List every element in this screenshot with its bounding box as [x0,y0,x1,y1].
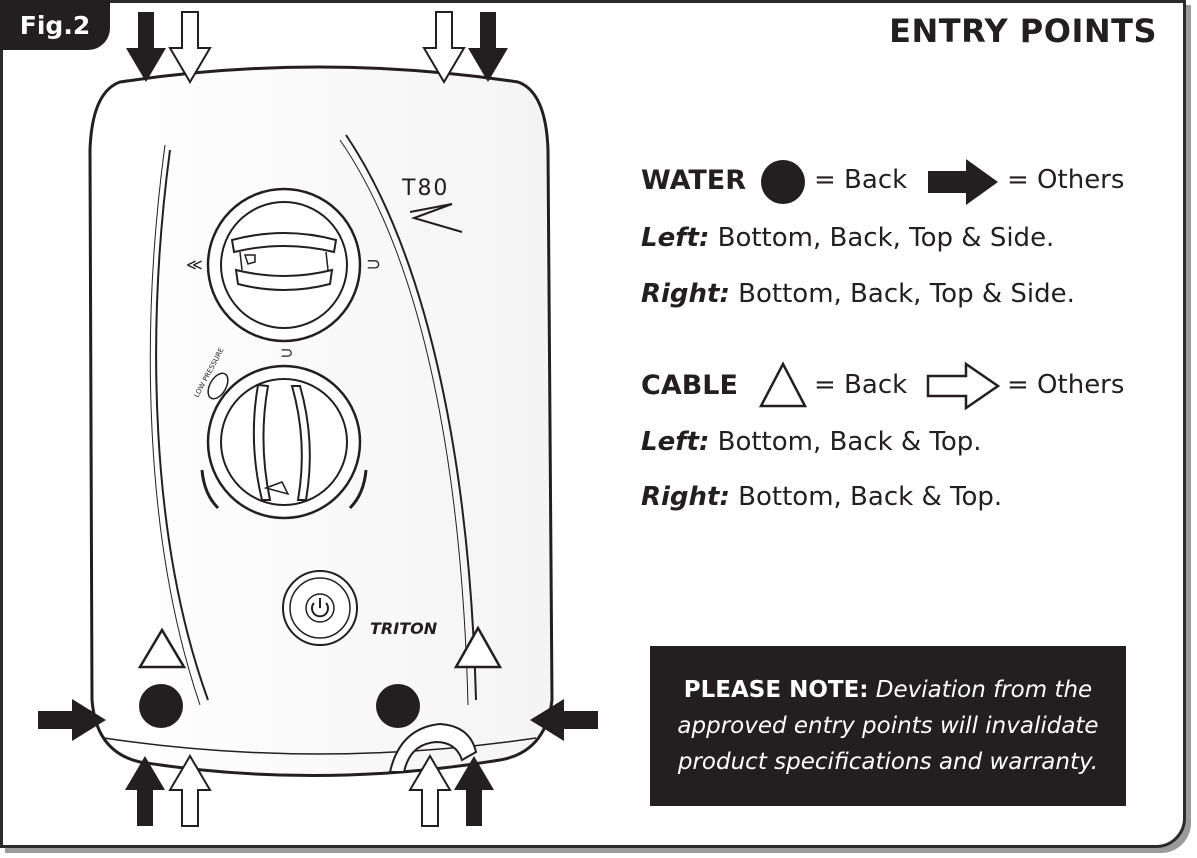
water-side-arrow-left [38,699,106,741]
cable-top-arrow-left [168,11,212,84]
figure-label: Fig.2 [0,0,110,50]
temperature-dial [206,187,362,343]
warning-note-line1-text: Deviation from the [875,677,1093,703]
power-dial-arc-right [348,469,368,510]
cable-bottom-arrow-left [168,754,212,827]
body-lower-edge [103,737,537,755]
cover-contour-left [155,149,209,701]
legend-cable-others-symbol [926,361,1001,411]
legend-water-others-symbol [928,159,998,205]
legend-water-title: WATER [641,165,747,196]
legend-water-back-symbol [761,160,805,204]
water-top-arrow-right [468,12,508,82]
warning-note-line3: product specifications and warranty. [677,749,1099,775]
warning-note-heading: PLEASE NOTE: [683,677,869,703]
power-dial [206,364,362,520]
dial-bottom-mark: ⊃ [280,343,293,362]
legend-water-left-text: Bottom, Back, Top & Side. [709,223,1055,253]
dial-cold-mark: ≪ [186,255,203,274]
warning-note-box: PLEASE NOTE: Deviation from the approved… [650,646,1126,806]
brand-label: TRITON [370,619,438,638]
water-back-entry-right [376,684,420,728]
legend-cable-right-text: Bottom, Back & Top. [729,482,1003,512]
legend-water-left-line: Left: Bottom, Back, Top & Side. [641,223,1054,253]
cable-top-arrow-right [422,11,466,84]
legend-water-right-text: Bottom, Back, Top & Side. [729,279,1075,309]
page-title: ENTRY POINTS [889,12,1157,50]
cable-back-entry-right [453,625,503,669]
warning-note-line1: PLEASE NOTE: Deviation from the [684,672,1092,708]
legend-cable-right-line: Right: Bottom, Back & Top. [641,482,1002,512]
low-pressure-indicator [207,372,229,400]
legend-cable-back-text: = Back [814,370,908,400]
water-bottom-arrow-left [125,756,165,826]
warning-note-line2: approved entry points will invalidate [677,713,1099,739]
legend-water-back-text: = Back [814,165,908,195]
legend-cable-back-symbol [758,361,808,408]
legend-cable-left-label: Left: [641,427,710,457]
legend-cable-others-text: = Others [1007,370,1125,400]
cover-contour-right [345,134,477,701]
pipe-bend [388,722,478,773]
cable-bottom-arrow-right [408,754,452,827]
legend-water-left-label: Left: [641,223,710,253]
legend-water-right-line: Right: Bottom, Back, Top & Side. [641,279,1075,309]
model-swoosh [409,203,463,233]
water-side-arrow-right [530,699,598,741]
legend-water-right-label: Right: [641,279,730,309]
power-dial-arc-left [200,469,220,510]
legend-cable-title: CABLE [641,370,738,401]
legend-water-others-text: = Others [1007,165,1125,195]
power-icon [311,598,329,618]
water-bottom-arrow-right [454,756,494,826]
legend-cable-left-text: Bottom, Back & Top. [709,427,982,457]
water-back-entry-left [139,684,183,728]
legend-cable-right-label: Right: [641,482,730,512]
dial-hot-mark: ⊃ [366,254,381,275]
cable-back-entry-left [137,627,187,669]
model-label: T80 [401,176,449,201]
water-top-arrow-left [126,12,166,82]
legend-cable-left-line: Left: Bottom, Back & Top. [641,427,982,457]
